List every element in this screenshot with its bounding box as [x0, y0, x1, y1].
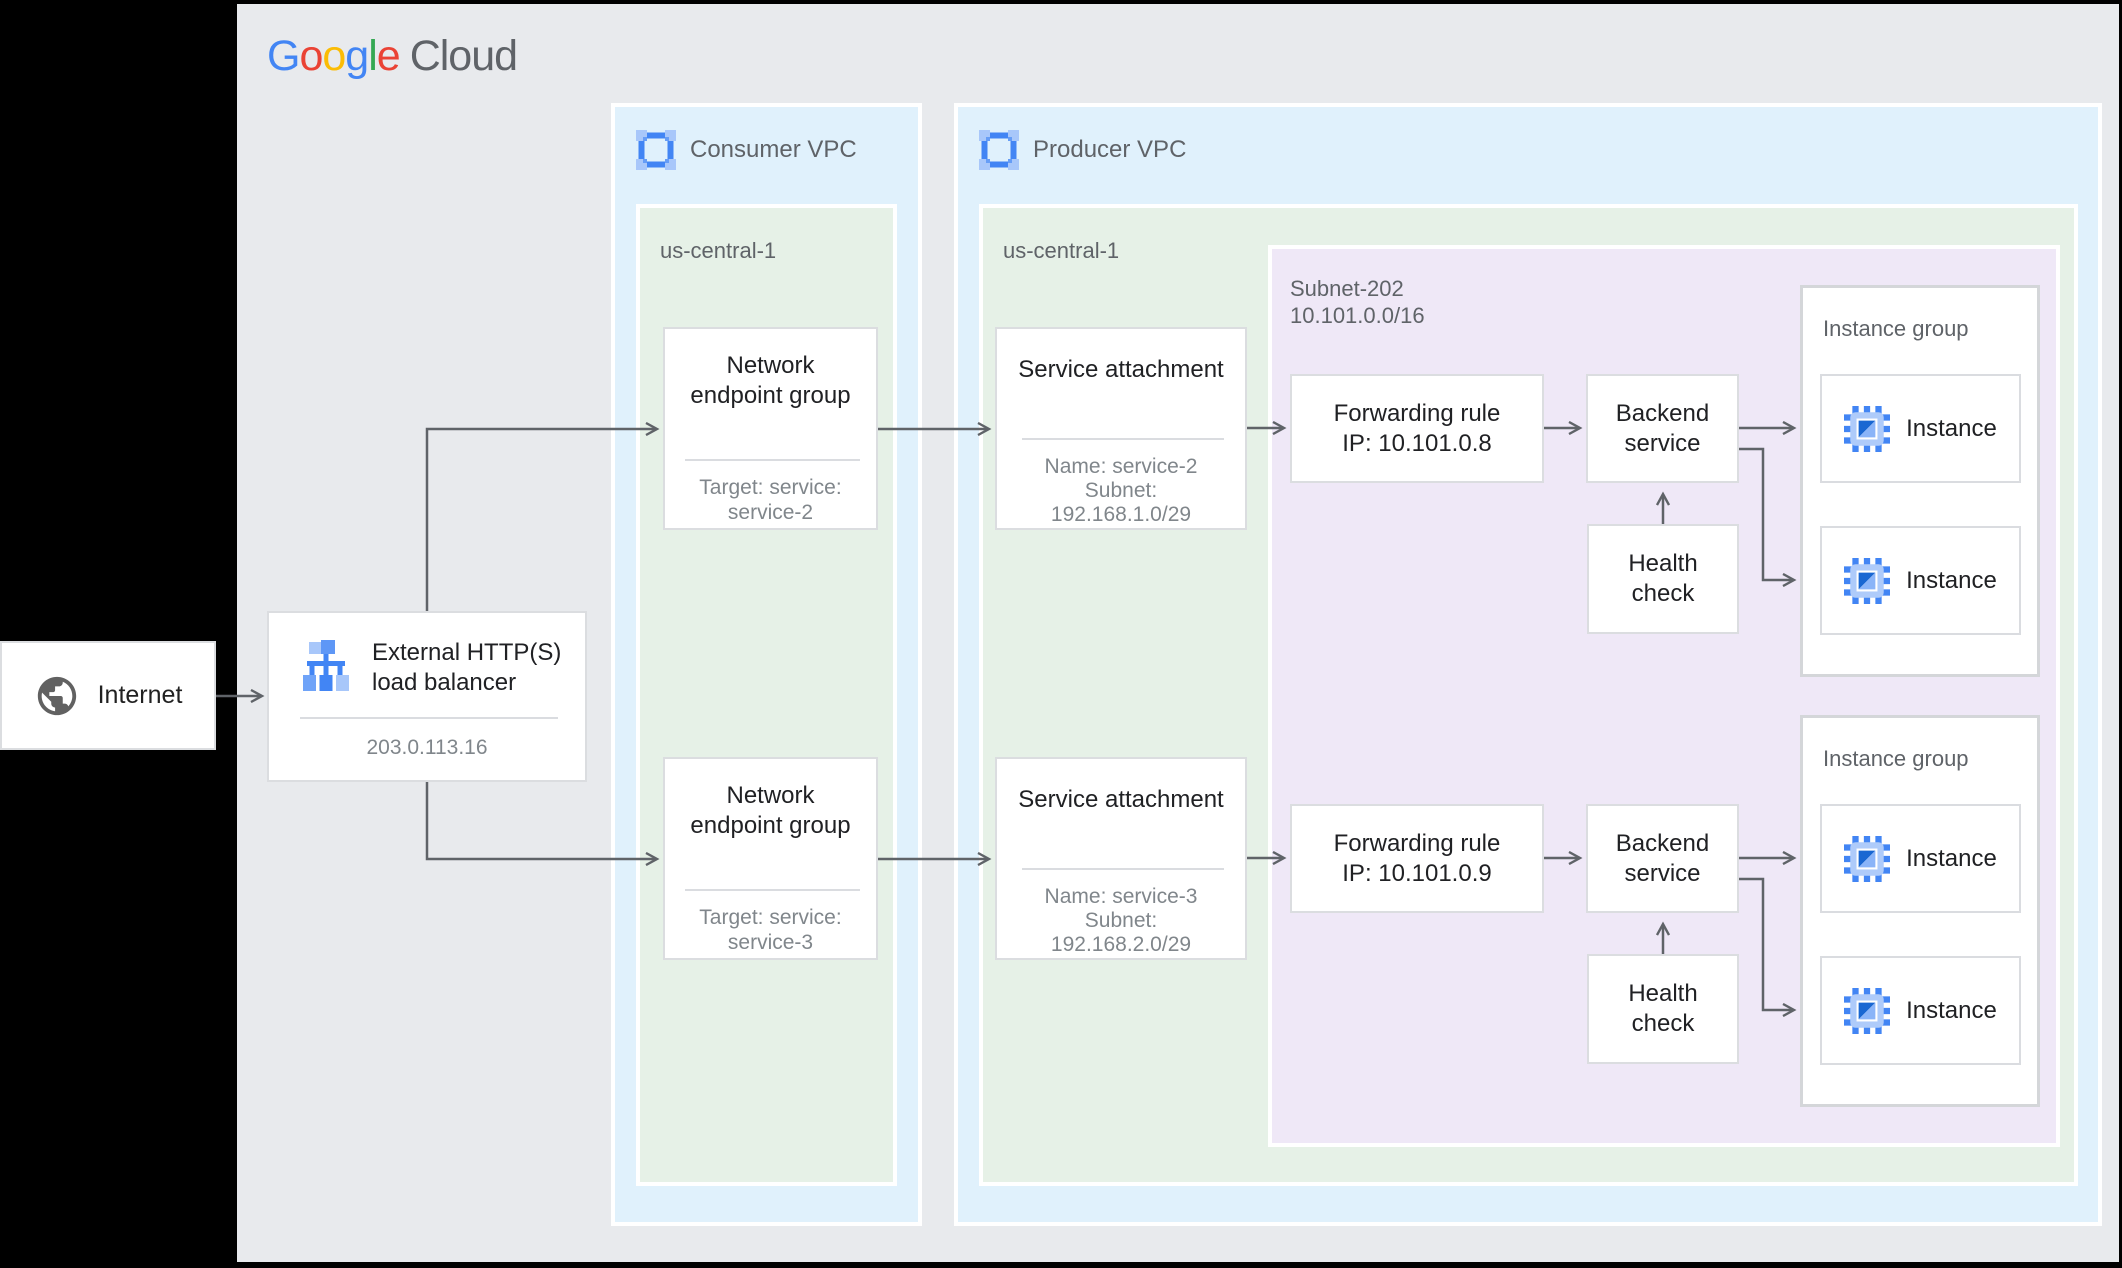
neg-target: Target: service: service-2	[665, 475, 876, 525]
instance-chip-icon	[1844, 835, 1891, 882]
service-attachment-details: Name: service-2 Subnet: 192.168.1.0/29	[997, 455, 1245, 527]
neg-target-line1: Target: service:	[699, 906, 842, 929]
load-balancer-node: External HTTP(S) load balancer 203.0.113…	[267, 611, 587, 782]
neg-title-line2: endpoint group	[690, 382, 851, 409]
producer-region-label: us-central-1	[1003, 238, 1120, 263]
logo-letter: g	[345, 32, 369, 80]
service-attachment-subnet-word: Subnet:	[1084, 479, 1158, 502]
neg-target-line2: service-3	[727, 931, 814, 954]
logo-letter: l	[368, 32, 378, 80]
divider	[1022, 868, 1224, 870]
instance-1: Instance	[1820, 374, 2021, 483]
subnet-cidr: 10.101.0.0/16	[1290, 303, 1425, 328]
neg-title-line2: endpoint group	[690, 812, 851, 839]
backend-service-1: Backend service	[1586, 374, 1739, 483]
service-attachment-2: Service attachment Name: service-3 Subne…	[995, 757, 1247, 960]
instance-3: Instance	[1820, 804, 2021, 913]
service-attachment-name: Name: service-2	[1044, 455, 1198, 478]
backend-service-line1: Backend	[1615, 399, 1710, 427]
instance-chip-icon	[1844, 987, 1891, 1034]
consumer-vpc-label: Consumer VPC	[690, 136, 857, 163]
divider	[685, 459, 860, 461]
forwarding-rule-title: Forwarding rule	[1333, 399, 1501, 427]
instance-2: Instance	[1820, 526, 2021, 635]
logo-cloud-text: Cloud	[409, 32, 518, 80]
neg-title-line1: Network	[726, 782, 815, 809]
logo-letter: e	[376, 32, 401, 80]
forwarding-rule-title: Forwarding rule	[1333, 829, 1501, 857]
service-attachment-1: Service attachment Name: service-2 Subne…	[995, 327, 1247, 530]
load-balancer-ip: 203.0.113.16	[366, 736, 488, 759]
forwarding-rule-ip: IP: 10.101.0.9	[1342, 859, 1492, 887]
service-attachment-title: Service attachment	[1018, 786, 1224, 813]
health-check-2: Health check	[1587, 954, 1739, 1064]
service-attachment-cidr: 192.168.1.0/29	[1050, 503, 1192, 526]
instance-label: Instance	[1906, 566, 1997, 594]
vpc-icon	[979, 130, 1019, 170]
health-check-line2: check	[1631, 1010, 1695, 1037]
neg-target: Target: service: service-3	[665, 905, 876, 955]
load-balancer-icon	[303, 640, 349, 691]
instance-4: Instance	[1820, 956, 2021, 1065]
instance-label: Instance	[1906, 996, 1997, 1024]
load-balancer-title: External HTTP(S) load balancer	[372, 638, 561, 698]
subnet-name: Subnet-202	[1290, 276, 1404, 301]
forwarding-rule-1: Forwarding rule IP: 10.101.0.8	[1290, 374, 1544, 483]
neg-title: Network endpoint group	[665, 351, 876, 411]
network-endpoint-group-1: Network endpoint group Target: service: …	[663, 327, 878, 530]
service-attachment-details: Name: service-3 Subnet: 192.168.2.0/29	[997, 885, 1245, 957]
service-attachment-name: Name: service-3	[1044, 885, 1198, 908]
service-attachment-subnet-word: Subnet:	[1084, 909, 1158, 932]
vpc-icon	[636, 130, 676, 170]
backend-service-line1: Backend	[1615, 829, 1710, 857]
instance-label: Instance	[1906, 844, 1997, 872]
producer-vpc-header: Producer VPC	[979, 130, 1186, 170]
consumer-region-label: us-central-1	[660, 238, 777, 263]
health-check-line2: check	[1631, 580, 1695, 607]
logo-letter: o	[299, 32, 323, 80]
neg-title-line1: Network	[726, 352, 815, 379]
service-attachment-title: Service attachment	[1018, 356, 1224, 383]
backend-service-line2: service	[1624, 429, 1701, 457]
forwarding-rule-2: Forwarding rule IP: 10.101.0.9	[1290, 804, 1544, 913]
forwarding-rule-ip: IP: 10.101.0.8	[1342, 429, 1492, 457]
load-balancer-title-line1: External HTTP(S)	[372, 639, 562, 666]
divider	[300, 717, 558, 719]
instance-chip-icon	[1844, 557, 1891, 604]
load-balancer-title-line2: load balancer	[372, 669, 517, 696]
internet-node: Internet	[0, 641, 216, 750]
instance-chip-icon	[1844, 405, 1891, 452]
instance-group-label: Instance group	[1823, 746, 1969, 771]
health-check-line1: Health	[1628, 980, 1698, 1007]
producer-vpc-label: Producer VPC	[1033, 136, 1187, 163]
backend-service-line2: service	[1624, 859, 1701, 887]
neg-title: Network endpoint group	[665, 781, 876, 841]
globe-icon	[37, 676, 76, 715]
neg-target-line1: Target: service:	[699, 476, 842, 499]
health-check-line1: Health	[1628, 550, 1698, 577]
health-check-1: Health check	[1587, 524, 1739, 634]
divider	[1022, 438, 1224, 440]
logo-letter: G	[267, 32, 300, 80]
instance-group-label: Instance group	[1823, 316, 1969, 341]
service-attachment-cidr: 192.168.2.0/29	[1050, 933, 1192, 956]
internet-label: Internet	[97, 681, 183, 709]
instance-label: Instance	[1906, 414, 1997, 442]
neg-target-line2: service-2	[727, 501, 814, 524]
logo-letter: o	[322, 32, 346, 80]
consumer-vpc-header: Consumer VPC	[636, 130, 857, 170]
backend-service-2: Backend service	[1586, 804, 1739, 913]
subnet-label: Subnet-202 10.101.0.0/16	[1290, 275, 1425, 329]
divider	[685, 889, 860, 891]
network-endpoint-group-2: Network endpoint group Target: service: …	[663, 757, 878, 960]
